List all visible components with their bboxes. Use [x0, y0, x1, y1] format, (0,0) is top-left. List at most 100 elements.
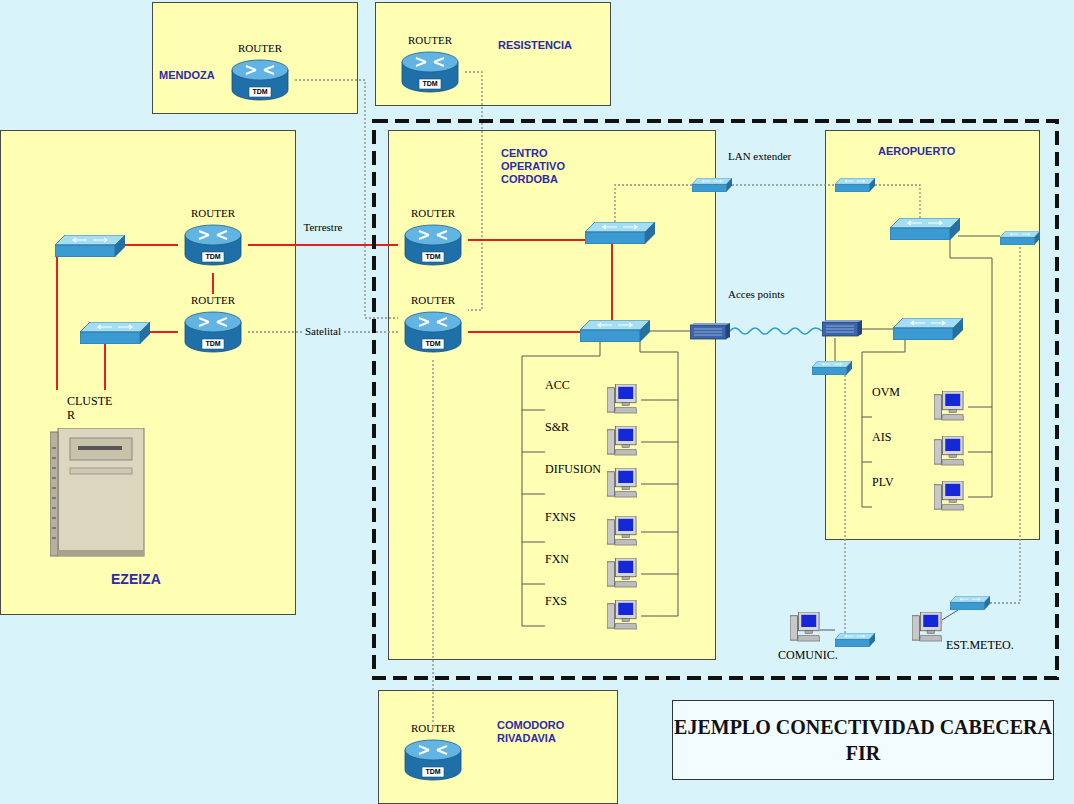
workstation-label: FXS: [545, 594, 567, 608]
access-point-icon: [690, 323, 730, 339]
server-icon: [50, 428, 144, 556]
computer-icon: [912, 612, 942, 641]
router-icon: [403, 223, 463, 267]
region-outline: [374, 121, 1057, 678]
router-tag: TDM: [178, 339, 248, 349]
workstation: FXS: [545, 594, 641, 634]
link-line: [468, 331, 583, 333]
router-node: ROUTERTDM: [398, 294, 468, 360]
site-box: CENTRO OPERATIVO CORDOBAROUTERTDMROUTERT…: [388, 130, 716, 660]
workstation: ACC: [545, 378, 641, 418]
workstation-label: FXN: [545, 552, 569, 566]
lan-extender-icon: [692, 178, 732, 192]
site-name: AEROPUERTO: [878, 145, 955, 158]
link-line: [650, 331, 690, 332]
computer-icon: [934, 481, 964, 511]
computer-icon: [607, 468, 637, 497]
computer-icon: [607, 516, 637, 546]
site-box: MENDOZAROUTERTDM: [152, 2, 358, 114]
router-tag: TDM: [395, 79, 465, 89]
link-line: [942, 610, 958, 620]
router-label: ROUTER: [398, 207, 468, 220]
computer-icon: [607, 384, 637, 414]
site-box: AEROPUERTO OVM AIS PLV: [825, 130, 1040, 540]
computer-icon: [934, 391, 964, 421]
workstation-label: FXNS: [545, 510, 576, 524]
title-box: EJEMPLO CONECTIVIDAD CABECERA FIR: [672, 700, 1054, 780]
computer-icon: [607, 468, 637, 498]
router-label: ROUTER: [398, 722, 468, 735]
switch-icon: [950, 596, 990, 610]
router-icon: [230, 58, 290, 102]
workstation-label: EST.METEO.: [946, 638, 1014, 652]
router-icon: [183, 223, 243, 267]
access-point-icon: [822, 320, 862, 336]
router-node: ROUTER TDM: [395, 34, 465, 100]
link-label: Terrestre: [304, 221, 343, 234]
link-line: [958, 236, 1000, 237]
router-tag: TDM: [225, 87, 295, 97]
workstation-label: S&R: [545, 420, 569, 434]
switch-icon: [1000, 231, 1040, 245]
server-icon: [50, 428, 150, 558]
site-name: RESISTENCIA: [498, 39, 572, 52]
server-cluster: CLUSTE R: [45, 390, 155, 562]
lan-extender-icon: [835, 178, 875, 192]
workstation: PLV: [872, 475, 968, 515]
switch-icon: [80, 322, 150, 344]
computer-icon: [607, 516, 637, 545]
link-connector: [212, 273, 214, 294]
wireless-link: [730, 328, 822, 334]
computer-icon: [607, 558, 637, 588]
workstation: AIS: [872, 430, 968, 470]
switch-icon: [580, 320, 650, 342]
router-tag: TDM: [178, 252, 248, 262]
workstation: FXNS: [545, 510, 641, 550]
workstation-label: OVM: [872, 385, 900, 399]
workstation: COMUNIC.: [778, 612, 848, 666]
link-line: [820, 630, 835, 631]
router-tag: TDM: [398, 767, 468, 777]
link-line: [468, 239, 588, 241]
workstation: DIFUSION: [545, 462, 641, 502]
computer-icon: [790, 612, 820, 641]
computer-icon: [912, 612, 942, 642]
computer-icon: [934, 481, 964, 510]
router-node: ROUTER TDM: [178, 294, 248, 360]
router-node: ROUTER TDM: [398, 207, 468, 273]
workstation-label: ACC: [545, 378, 570, 392]
computer-icon: [607, 426, 637, 455]
router-node: ROUTER TDM: [398, 722, 468, 788]
computer-icon: [934, 436, 964, 465]
workstation: S&R: [545, 420, 641, 460]
switch-icon: [55, 235, 125, 257]
router-node: ROUTER TDM: [225, 42, 295, 108]
switch-icon: [835, 633, 875, 647]
link-connector: [295, 80, 398, 318]
router-icon: [183, 310, 243, 354]
link-line: [835, 338, 836, 361]
workstation: FXN: [545, 552, 641, 592]
workstation-label: AIS: [872, 430, 891, 444]
site-name: COMODORO RIVADAVIA: [497, 719, 583, 745]
site-name: EZEIZA: [111, 571, 161, 588]
router-node: ROUTERTDM: [178, 207, 248, 273]
computer-icon: [607, 384, 637, 413]
device-label: Acces points: [728, 288, 785, 301]
router-label: ROUTER: [395, 34, 465, 47]
computer-icon: [934, 391, 964, 420]
computer-icon: [607, 426, 637, 456]
site-name: CENTRO OPERATIVO CORDOBA: [501, 147, 585, 187]
router-tag: TDM: [398, 339, 468, 349]
router-icon: [403, 310, 463, 354]
site-box: RESISTENCIA ROUTER TDM: [375, 2, 611, 106]
site-box: COMODORO RIVADAVIA ROUTER TDM: [378, 690, 618, 804]
link-line: [611, 244, 613, 320]
router-label: ROUTER: [178, 294, 248, 307]
computer-icon: [607, 600, 637, 629]
computer-icon: [790, 612, 820, 642]
workstation-label: COMUNIC.: [778, 648, 838, 662]
router-tag: TDM: [398, 252, 468, 262]
router-label: ROUTER: [225, 42, 295, 55]
